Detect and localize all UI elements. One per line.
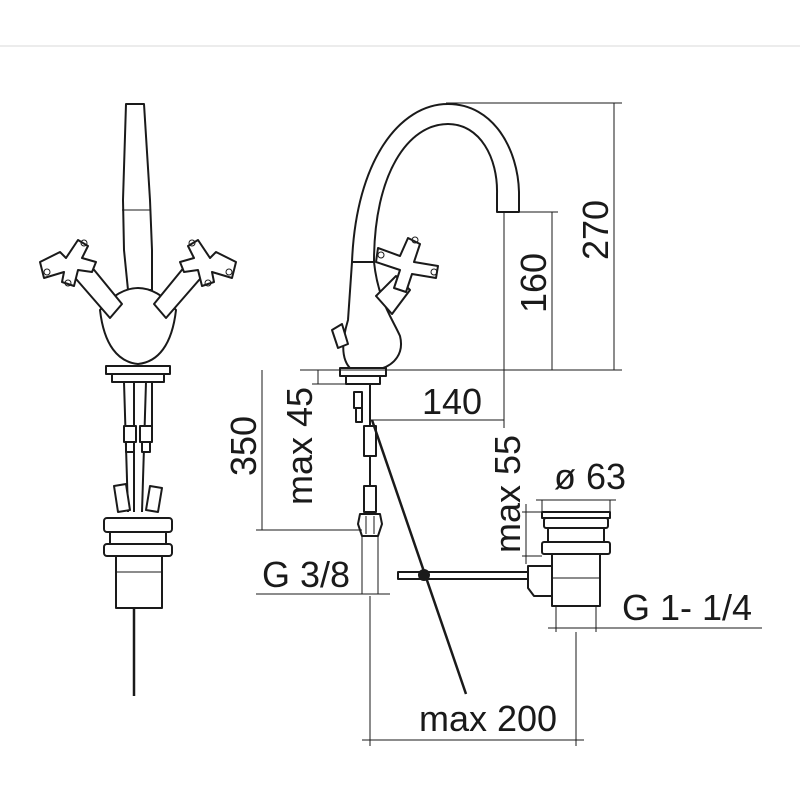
dim-max45-label: max 45: [279, 387, 320, 505]
rod-pivot: [418, 569, 430, 581]
dimension-labels: 270 160 140 350 max 45 max 55 ø 63 G 3/8…: [223, 200, 752, 739]
dim-270-label: 270: [575, 200, 616, 260]
dim-140-label: 140: [422, 381, 482, 422]
front-deck-flange: [105, 365, 171, 375]
side-cross-handle: [375, 236, 439, 293]
side-horizontal-rod: [397, 571, 529, 580]
faucet-front-view: [39, 103, 237, 696]
front-spout-body: [122, 103, 153, 291]
front-right-cross-handle: [179, 239, 237, 287]
side-deck-flange: [339, 367, 387, 377]
dim-max200-label: max 200: [419, 698, 557, 739]
side-pop-up-rod: [370, 419, 468, 695]
front-hose-nut: [123, 425, 137, 443]
side-gooseneck-spout: [351, 103, 520, 263]
dim-160-label: 160: [513, 253, 554, 313]
dim-diameter63-label: ø 63: [554, 456, 626, 497]
dim-g38-label: G 3/8: [262, 554, 350, 595]
faucet-side-view: [331, 103, 611, 695]
side-pop-up-lever: [331, 323, 349, 349]
side-body: [342, 261, 402, 371]
side-waste-valve: [527, 511, 611, 607]
side-supply-nut: [357, 513, 383, 537]
dim-g114-label: G 1- 1/4: [622, 587, 752, 628]
dim-max55-label: max 55: [487, 435, 528, 553]
front-left-cross-handle: [39, 239, 97, 287]
dimension-lines: [256, 102, 762, 746]
dim-350-label: 350: [223, 416, 264, 476]
front-waste-valve: [103, 517, 173, 609]
side-supply-connector: [363, 425, 377, 457]
